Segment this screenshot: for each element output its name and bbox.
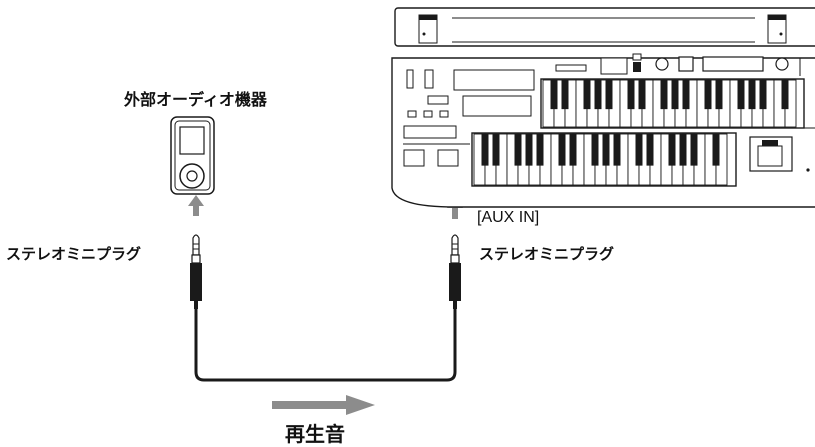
black-key xyxy=(569,134,577,166)
left-plug-icon xyxy=(190,234,202,309)
black-key xyxy=(748,80,756,110)
black-key xyxy=(671,80,679,110)
black-key xyxy=(627,80,635,110)
black-key xyxy=(605,80,613,110)
black-key xyxy=(690,134,698,166)
audio-player-icon xyxy=(170,116,215,195)
black-key xyxy=(638,80,646,110)
black-key xyxy=(594,80,602,110)
black-key xyxy=(591,134,599,166)
black-key xyxy=(492,134,500,166)
playback-label: 再生音 xyxy=(285,422,345,446)
black-key xyxy=(583,80,591,110)
instrument-icon xyxy=(391,7,815,208)
right-plug-label: ステレオミニプラグ xyxy=(479,245,615,263)
left-plug-label: ステレオミニプラグ xyxy=(6,245,142,263)
playback-arrow-icon xyxy=(272,395,375,415)
device-label: 外部オーディオ機器 xyxy=(124,90,267,109)
audio-cable xyxy=(194,309,457,382)
right-plug-icon xyxy=(449,234,461,309)
black-key xyxy=(715,80,723,110)
black-key xyxy=(481,134,489,166)
black-key xyxy=(759,80,767,110)
black-key xyxy=(525,134,533,166)
lower-keyboard-white-keys xyxy=(473,133,728,186)
black-key xyxy=(737,80,745,110)
black-key xyxy=(514,134,522,166)
black-key xyxy=(646,134,654,166)
black-key xyxy=(712,134,720,166)
black-key xyxy=(682,80,690,110)
upper-keyboard-black-keys xyxy=(550,80,789,110)
aux-in-label: [AUX IN] xyxy=(477,209,540,226)
lower-keyboard-black-keys xyxy=(481,134,720,166)
black-key xyxy=(635,134,643,166)
black-key xyxy=(781,80,789,110)
black-key xyxy=(704,80,712,110)
black-key xyxy=(660,80,668,110)
black-key xyxy=(613,134,621,166)
black-key xyxy=(679,134,687,166)
black-key xyxy=(561,80,569,110)
black-key xyxy=(550,80,558,110)
black-key xyxy=(668,134,676,166)
black-key xyxy=(602,134,610,166)
black-key xyxy=(536,134,544,166)
arrow-up-left-icon xyxy=(188,195,204,216)
black-key xyxy=(558,134,566,166)
upper-keyboard-white-keys xyxy=(542,79,797,128)
